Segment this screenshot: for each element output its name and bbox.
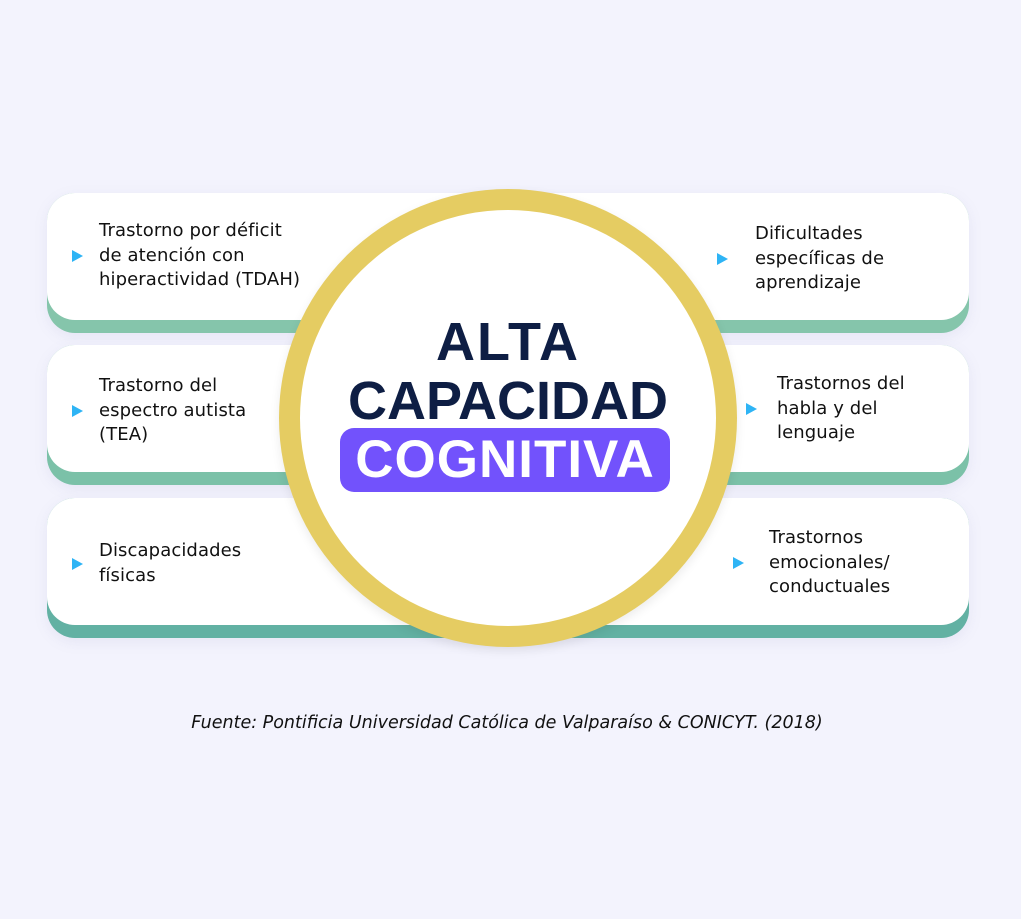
item-dea-line2: específicas de bbox=[755, 247, 885, 269]
item-habla-line3: lenguaje bbox=[777, 422, 856, 443]
bullet-triangle-icon bbox=[72, 557, 83, 570]
item-dea-line1: Dificultades bbox=[755, 223, 863, 244]
item-dificultades-aprendizaje: Dificultades específicas de aprendizaje bbox=[717, 222, 884, 296]
center-circle bbox=[300, 210, 716, 626]
center-title-line2: CAPACIDAD bbox=[348, 371, 668, 431]
bullet-triangle-icon bbox=[746, 402, 757, 415]
bullet-triangle-icon bbox=[733, 556, 744, 569]
item-tea-line2: espectro autista bbox=[99, 399, 247, 421]
item-tdah: Trastorno por déficit de atención con hi… bbox=[72, 219, 300, 293]
item-tdah-line3: hiperactividad (TDAH) bbox=[99, 269, 301, 290]
highlight-pill: COGNITIVA bbox=[340, 428, 670, 492]
item-emocionales-line3: conductuales bbox=[769, 576, 891, 597]
item-discapacidades-fisicas: Discapacidades físicas bbox=[72, 539, 241, 588]
item-emocionales-line2: emocionales/ bbox=[769, 551, 890, 573]
center-title-line1: ALTA bbox=[436, 312, 580, 372]
item-tea-line3: (TEA) bbox=[99, 424, 149, 445]
center-circle-ring: ALTA CAPACIDAD bbox=[279, 189, 737, 647]
item-tea: Trastorno del espectro autista (TEA) bbox=[72, 374, 246, 448]
item-tdah-line1: Trastorno por déficit bbox=[99, 220, 282, 241]
bullet-triangle-icon bbox=[717, 252, 728, 265]
item-emocionales-conductuales: Trastornos emocionales/ conductuales bbox=[733, 526, 890, 600]
item-habla-line2: habla y del bbox=[777, 397, 878, 419]
item-fisicas-line1: Discapacidades bbox=[99, 540, 242, 561]
source-caption: Fuente: Pontificia Universidad Católica … bbox=[191, 713, 823, 733]
item-emocionales-line1: Trastornos bbox=[769, 527, 864, 548]
center-title-highlight: COGNITIVA bbox=[355, 430, 655, 489]
item-habla-line1: Trastornos del bbox=[777, 373, 905, 394]
item-fisicas-line2: físicas bbox=[99, 564, 156, 586]
item-tea-line1: Trastorno del bbox=[99, 375, 218, 396]
bullet-triangle-icon bbox=[72, 249, 83, 262]
bullet-triangle-icon bbox=[72, 404, 83, 417]
item-tdah-line2: de atención con bbox=[99, 244, 245, 266]
item-dea-line3: aprendizaje bbox=[755, 272, 862, 293]
item-habla-lenguaje: Trastornos del habla y del lenguaje bbox=[746, 372, 905, 446]
